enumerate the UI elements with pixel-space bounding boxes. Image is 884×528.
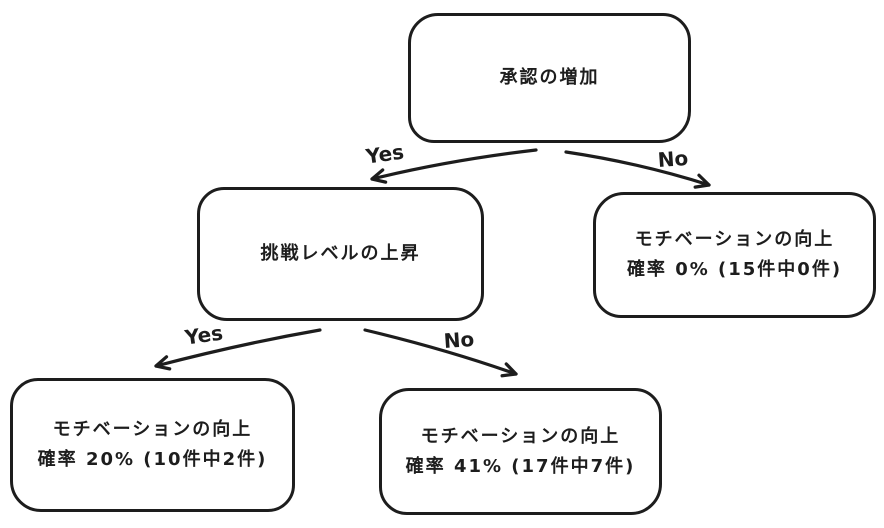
node-root-approval-increase: 承認の増加	[408, 13, 691, 143]
leaf-challenge-yes-line2: 確率 20% (10件中2件)	[37, 449, 268, 470]
edge-root-yes-label: Yes	[363, 139, 405, 168]
leaf-challenge-no-line1: モチベーションの向上	[420, 425, 621, 447]
node-leaf-root-no: モチベーションの向上 確率 0% (15件中0件)	[593, 192, 876, 318]
edge-challenge-no-arrow	[363, 328, 518, 378]
leaf-root-no-line1: モチベーションの向上	[634, 229, 835, 250]
leaf-root-no-line2: 確率 0% (15件中0件)	[626, 259, 843, 280]
edge-root-no-arrow	[564, 150, 711, 189]
leaf-challenge-no-line2: 確率 41% (17件中7件)	[405, 455, 636, 477]
edge-challenge-no-label: No	[443, 327, 475, 353]
edge-root-no-label: No	[657, 146, 689, 172]
edge-challenge-yes-arrow	[154, 328, 322, 371]
node-leaf-challenge-no: モチベーションの向上 確率 41% (17件中7件)	[379, 388, 662, 515]
edge-root-yes-arrow	[370, 148, 538, 184]
node-leaf-challenge-yes: モチベーションの向上 確率 20% (10件中2件)	[10, 378, 295, 512]
node-challenge-label: 挑戦レベルの上昇	[260, 243, 421, 264]
node-root-label: 承認の増加	[499, 67, 600, 88]
node-challenge-level-rise: 挑戦レベルの上昇	[197, 187, 484, 321]
leaf-challenge-yes-line1: モチベーションの向上	[52, 419, 253, 440]
edge-challenge-yes-label: Yes	[182, 320, 224, 349]
